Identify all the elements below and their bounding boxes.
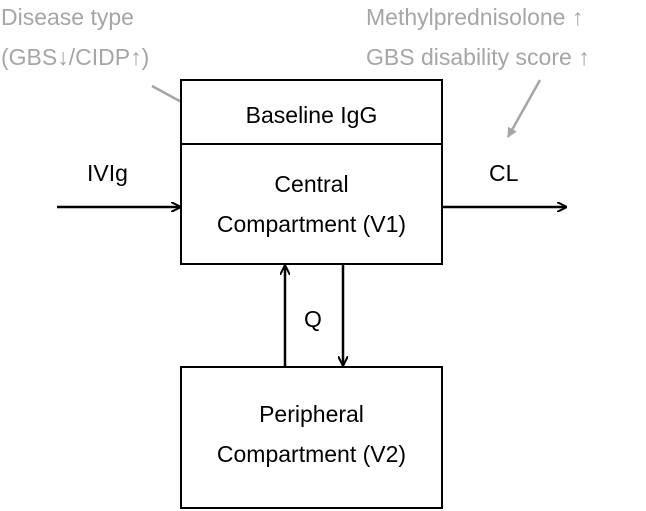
baseline-igg-label: Baseline IgG — [245, 102, 378, 128]
peripheral-name-line1: Peripheral — [259, 401, 364, 427]
disease-type-line1: Disease type — [1, 4, 134, 30]
baseline-igg-section: Baseline IgG — [182, 81, 441, 145]
clearance-label: CL — [489, 160, 519, 186]
peripheral-name-line2: Compartment (V2) — [216, 441, 407, 467]
central-compartment-box: Baseline IgG Central Compartment (V1) — [180, 79, 443, 265]
input-label: IVIg — [87, 160, 128, 186]
central-name-line2: Compartment (V1) — [216, 211, 407, 237]
peripheral-compartment-box: Peripheral Compartment (V2) — [180, 366, 443, 509]
clearance-covariate-arrow — [506, 79, 542, 138]
intercompartmental-label: Q — [304, 306, 322, 332]
methylprednisolone-covariate: Methylprednisolone ↑ — [366, 4, 584, 30]
disease-type-line2: (GBS↓/CIDP↑) — [1, 44, 150, 70]
central-name-line1: Central — [274, 171, 349, 197]
gbs-disability-covariate: GBS disability score ↑ — [366, 44, 590, 70]
